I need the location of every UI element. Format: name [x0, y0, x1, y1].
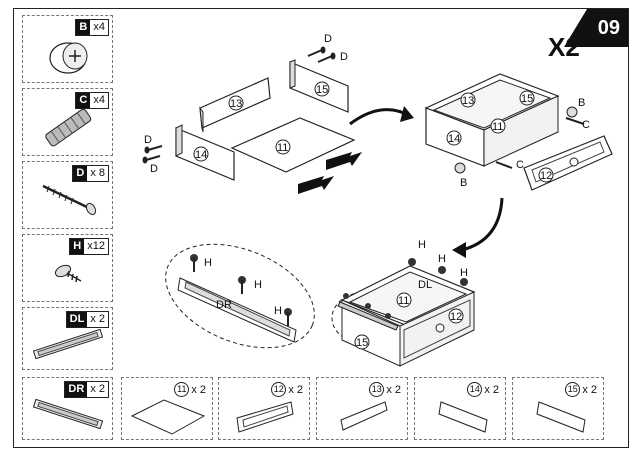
assembled-drawer-box: 13 15 11 14: [424, 73, 560, 167]
exploded-bottom-panel-11: 11: [230, 117, 356, 173]
step-number: 09: [597, 17, 620, 39]
insert-arrow-upper: [326, 152, 362, 170]
label-c-left: C: [516, 159, 524, 171]
panel-11-icon: [130, 399, 206, 435]
flow-arrow-right: [349, 108, 411, 126]
label-d-top-1: D: [324, 33, 332, 45]
panel-13-icon: [340, 401, 388, 431]
label-d-top-2: D: [340, 51, 348, 63]
label-14-assembled: 14: [448, 133, 460, 145]
label-b-left: B: [460, 177, 467, 189]
drawer-slide-right-icon: [32, 398, 104, 430]
quantity-label: X2: [548, 32, 580, 62]
dowel-connector-icon: [45, 108, 92, 147]
label-13-assembled: 13: [462, 95, 474, 107]
label-15-exploded: 15: [316, 84, 328, 96]
label-15-assembled: 15: [521, 93, 533, 105]
insert-arrow-lower: [298, 176, 334, 194]
exploded-side-panel-15: 15: [289, 59, 349, 113]
label-d-left-1: D: [144, 134, 152, 146]
exploded-side-panel-14: 14: [175, 124, 235, 181]
label-d-left-2: D: [150, 163, 158, 175]
front-panel-12: 12: [523, 135, 613, 191]
label-dr: DR: [216, 299, 232, 311]
label-11-exploded: 11: [277, 142, 288, 154]
screw-d-top: D D: [307, 33, 348, 63]
label-h-final-2: H: [438, 253, 446, 265]
drawer-slide-left-icon: [32, 328, 104, 360]
label-dl: DL: [418, 279, 432, 291]
label-h-slide-3: H: [274, 305, 282, 317]
short-screw-icon: [54, 264, 82, 283]
wood-screw-icon: [42, 184, 97, 216]
panel-14-icon: [438, 401, 488, 433]
cam-lock-icon: [49, 42, 88, 74]
label-b-right: B: [578, 97, 585, 109]
label-12-front: 12: [540, 170, 552, 182]
panel-15-icon: [536, 401, 586, 433]
label-h-slide-1: H: [204, 257, 212, 269]
label-13-exploded: 13: [230, 98, 242, 110]
label-15-final: 15: [356, 337, 368, 349]
label-h-slide-2: H: [254, 279, 262, 291]
screw-d-left: D D: [142, 134, 163, 175]
fitting-b-c: B C B C: [454, 97, 590, 189]
page-frame: 09: [13, 8, 629, 448]
panel-12-icon: [236, 401, 294, 433]
label-12-final: 12: [450, 311, 462, 323]
flow-arrow-down: [461, 197, 504, 252]
final-drawer-assembly: 12 11 15 DL H H H: [337, 239, 476, 367]
label-h-final-1: H: [418, 239, 426, 251]
label-14-exploded: 14: [195, 149, 207, 161]
label-11-assembled: 11: [492, 121, 503, 133]
label-h-final-3: H: [460, 267, 468, 279]
exploded-back-panel-13: 13: [199, 77, 271, 133]
label-11-final: 11: [398, 295, 409, 307]
slide-detail-callout: H H H DR: [165, 243, 315, 349]
label-c-right: C: [582, 119, 590, 131]
